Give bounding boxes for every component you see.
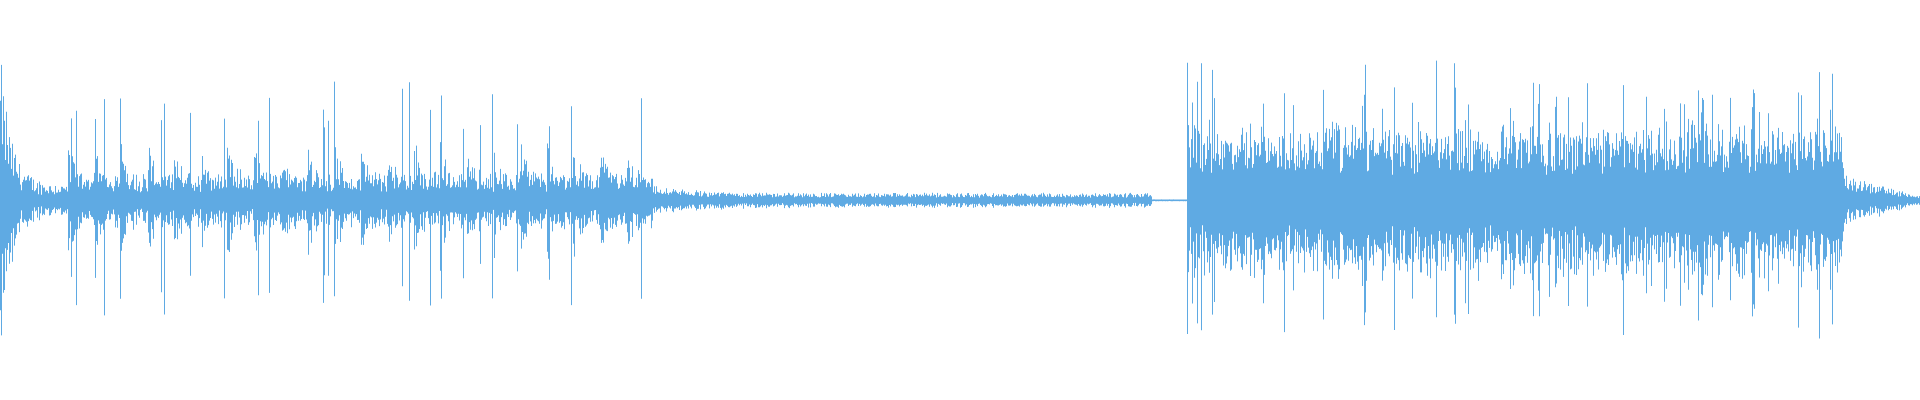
waveform-bars: [0, 60, 1920, 339]
